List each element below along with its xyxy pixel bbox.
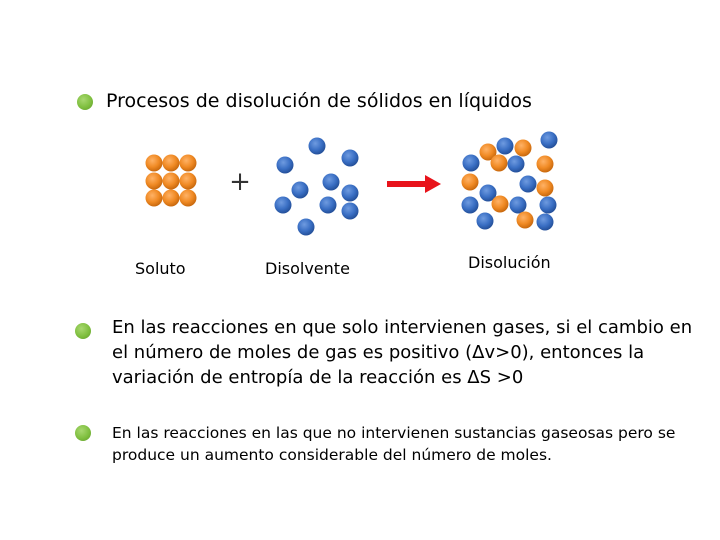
gas-moles-point: En las reacciones en que solo interviene…: [112, 317, 693, 388]
point-bullet-icon: [75, 425, 91, 441]
solvent-particle: [536, 213, 554, 231]
solvent-particle: [507, 155, 525, 173]
reaction-arrow-icon: [387, 175, 441, 193]
solvent-label: Disolvente: [265, 259, 350, 278]
moles-increase-point: En las reacciones en las que no intervie…: [112, 424, 676, 464]
solution-label: Disolución: [468, 253, 551, 272]
solvent-particle: [308, 137, 326, 155]
solvent-particle: [462, 154, 480, 172]
solvent-particle: [276, 156, 294, 174]
solute-particle: [491, 195, 509, 213]
solute-particle: [479, 143, 497, 161]
solute-label: Soluto: [135, 259, 186, 278]
solvent-particle: [291, 181, 309, 199]
solvent-particle: [540, 131, 558, 149]
solvent-particle: [476, 212, 494, 230]
solvent-particle: [297, 218, 315, 236]
heading-bullet-icon: [77, 94, 93, 110]
solvent-particle: [274, 196, 292, 214]
solute-particle: [516, 211, 534, 229]
solvent-particle: [479, 184, 497, 202]
solute-particle: [179, 189, 197, 207]
solvent-particle: [461, 196, 479, 214]
solute-particle: [145, 154, 163, 172]
solution-particles: [461, 131, 558, 231]
solvent-particle: [319, 196, 337, 214]
solute-particle: [179, 154, 197, 172]
solvent-particles: [274, 137, 359, 236]
solute-particle: [536, 155, 554, 173]
solute-particle: [162, 189, 180, 207]
solute-particle: [145, 172, 163, 190]
solute-particle: [536, 179, 554, 197]
solvent-particle: [341, 149, 359, 167]
solute-particle: [162, 172, 180, 190]
solvent-particle: [341, 202, 359, 220]
solvent-particle: [322, 173, 340, 191]
solvent-particle: [539, 196, 557, 214]
solute-particle: [461, 173, 479, 191]
plus-symbol: +: [229, 167, 251, 197]
solute-particle: [162, 154, 180, 172]
solvent-particle: [519, 175, 537, 193]
point-bullet-icon: [75, 323, 91, 339]
solvent-particle: [509, 196, 527, 214]
solute-particle: [145, 189, 163, 207]
dissolution-diagram: +: [145, 131, 558, 236]
heading: Procesos de disolución de sólidos en líq…: [106, 90, 532, 112]
solute-particle: [490, 154, 508, 172]
solvent-particle: [341, 184, 359, 202]
solute-particle: [179, 172, 197, 190]
solvent-particle: [496, 137, 514, 155]
solute-particles: [145, 154, 197, 207]
solute-particle: [514, 139, 532, 157]
